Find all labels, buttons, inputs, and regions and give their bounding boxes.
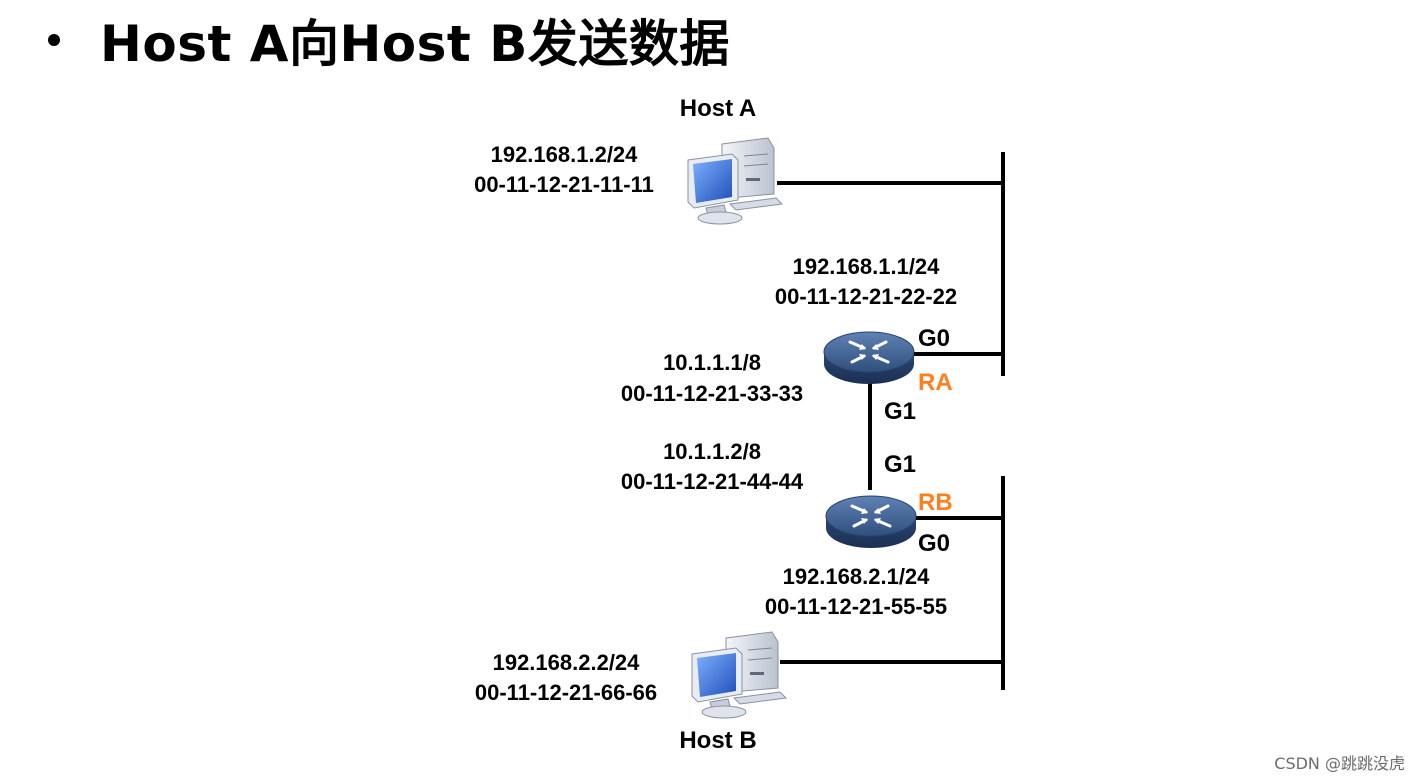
host-b-name: Host B [679, 727, 756, 754]
slide-title: Host A向Host B发送数据 [100, 15, 730, 73]
bullet-point [48, 34, 60, 46]
router-ra-name: RA [918, 369, 953, 396]
watermark: CSDN @跳跳没虎 [1274, 754, 1405, 773]
ra-g1-port: G1 [884, 398, 916, 425]
router-rb-icon [824, 494, 918, 550]
ra-g0-mac: 00-11-12-21-22-22 [775, 284, 957, 309]
host-a-mac: 00-11-12-21-11-11 [474, 172, 654, 197]
host-a-ip: 192.168.1.2/24 [491, 142, 639, 167]
rb-g1-port: G1 [884, 451, 916, 478]
host-b-computer-icon [691, 631, 787, 719]
host-b-ip: 192.168.2.2/24 [493, 650, 641, 675]
rb-g0-ip: 192.168.2.1/24 [783, 564, 931, 589]
router-rb-name: RB [918, 489, 953, 516]
rb-g1-ip: 10.1.1.2/8 [663, 439, 761, 464]
host-a-name: Host A [680, 95, 756, 122]
rb-g1-mac: 00-11-12-21-44-44 [621, 469, 804, 494]
ra-g1-mac: 00-11-12-21-33-33 [621, 381, 803, 406]
slide-title-row: Host A向Host B发送数据 [48, 8, 730, 73]
host-b-mac: 00-11-12-21-66-66 [475, 680, 657, 705]
rb-g0-mac: 00-11-12-21-55-55 [765, 594, 947, 619]
rb-g0-port: G0 [918, 530, 950, 557]
ra-g0-ip: 192.168.1.1/24 [793, 254, 941, 279]
ra-g0-port: G0 [918, 325, 950, 352]
ra-g1-ip: 10.1.1.1/8 [663, 350, 761, 375]
router-ra-icon [822, 330, 916, 386]
host-a-computer-icon [687, 137, 783, 225]
